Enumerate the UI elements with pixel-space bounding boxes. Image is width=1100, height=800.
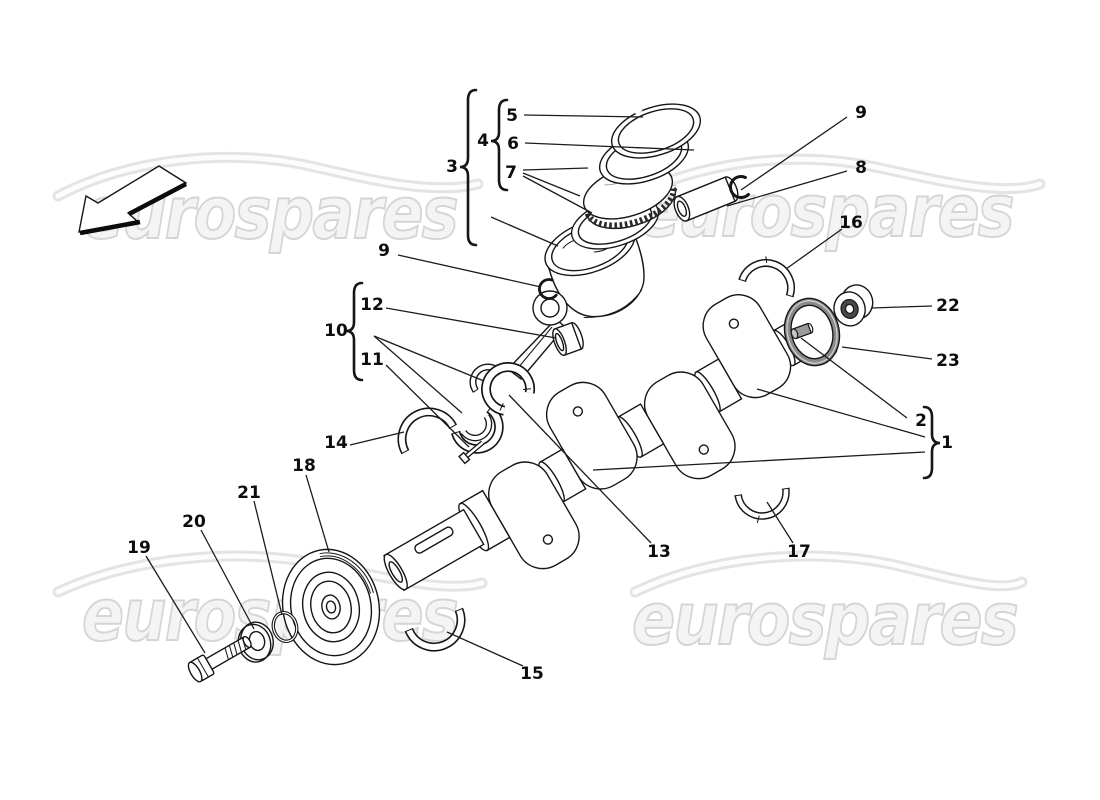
- part-label-23: 23: [936, 351, 960, 371]
- leader-line-21: [253, 500, 283, 616]
- leader-line-13: [508, 394, 652, 544]
- rod-beam: [506, 318, 566, 380]
- part-label-9b: 9: [378, 241, 390, 261]
- leader-line-9a: [740, 116, 848, 191]
- arrow-thick-edge: [79, 219, 141, 236]
- gudgeon-pin: [673, 176, 739, 222]
- brace-4: [490, 98, 509, 192]
- pulley-bolt: [187, 635, 252, 683]
- part-label-1: 1: [941, 433, 953, 453]
- leader-line-5: [523, 114, 644, 118]
- leader-line-6: [524, 142, 695, 151]
- part-label-16: 16: [839, 213, 863, 233]
- dowel-pin: [790, 322, 814, 340]
- leader-line-9b: [397, 254, 542, 288]
- big-end-cap: [451, 404, 504, 454]
- crankshaft-pulley: [281, 548, 381, 666]
- leader-line-10: [373, 335, 485, 382]
- connecting-rod: [481, 318, 566, 416]
- rod-big-end: [481, 362, 536, 416]
- leader-line-18: [305, 474, 330, 553]
- part-label-22: 22: [936, 296, 960, 316]
- leader-line-10: [373, 335, 463, 414]
- part-label-6: 6: [507, 134, 519, 154]
- swoosh-curve-highlight: [632, 553, 1025, 595]
- keyway-slot: [414, 526, 454, 554]
- pilot-bearing: [833, 284, 874, 327]
- brace-10: [345, 281, 364, 382]
- leader-line-1: [592, 451, 926, 471]
- leader-line-1: [756, 388, 926, 438]
- crank-snout: [383, 508, 485, 592]
- circlip: [538, 278, 558, 300]
- main-bearing-shell-lower: [404, 607, 466, 652]
- part-label-8: 8: [855, 158, 867, 178]
- leader-line-14: [349, 431, 405, 446]
- part-label-18: 18: [292, 456, 316, 476]
- leader-line-15: [446, 631, 524, 667]
- main-bearing-shell-upper: [397, 407, 458, 455]
- part-label-15: 15: [520, 664, 544, 684]
- brace-1: [922, 405, 941, 480]
- part-label-11: 11: [360, 350, 384, 370]
- part-label-4: 4: [477, 131, 489, 151]
- swoosh-curve-highlight: [615, 156, 1043, 208]
- part-label-10: 10: [324, 321, 348, 341]
- part-label-2: 2: [915, 411, 927, 431]
- conrod-screw: [458, 440, 485, 465]
- watermark-text: eurospares: [632, 577, 1017, 661]
- part-label-21: 21: [237, 483, 261, 503]
- arrow-thick-edge: [127, 181, 188, 217]
- pulley-washer: [237, 621, 274, 663]
- artwork: [187, 103, 874, 683]
- ring-gap: [634, 108, 643, 115]
- leader-line-7: [522, 167, 589, 171]
- compression-ring-top: [610, 103, 702, 159]
- thrust-washer-lower: [734, 487, 790, 524]
- part-label-9a: 9: [855, 103, 867, 123]
- part-label-17: 17: [787, 542, 811, 562]
- piston-rings: [570, 103, 702, 250]
- leader-line-17: [766, 501, 794, 544]
- part-label-7: 7: [505, 163, 517, 183]
- leader-line-16: [785, 228, 843, 270]
- leader-line-7: [522, 175, 593, 214]
- brace-3: [459, 88, 478, 247]
- leader-line-3: [490, 216, 559, 247]
- leader-line-8: [726, 170, 848, 207]
- direction-arrow-icon: [78, 165, 188, 236]
- part-label-19: 19: [127, 538, 151, 558]
- part-label-12: 12: [360, 295, 384, 315]
- big-end-bearing-shell-lower: [460, 414, 493, 442]
- thrust-washer-upper: [738, 256, 795, 298]
- swoosh-curve-highlight: [55, 154, 481, 199]
- circlip: [728, 175, 750, 199]
- small-end-bushing: [552, 321, 584, 357]
- watermark-bottom-right: eurospares: [629, 550, 1028, 662]
- leader-line-2: [800, 337, 908, 419]
- part-label-14: 14: [324, 433, 348, 453]
- part-label-20: 20: [182, 512, 206, 532]
- part-label-5: 5: [506, 106, 518, 126]
- leader-line-19: [145, 555, 206, 654]
- part-label-3: 3: [446, 157, 458, 177]
- leader-line-12: [385, 307, 557, 339]
- rod-small-end: [532, 290, 568, 326]
- leader-line-11: [385, 364, 470, 448]
- leader-line-23: [841, 346, 933, 360]
- part-label-13: 13: [647, 542, 671, 562]
- leader-line-7: [522, 172, 581, 197]
- leader-line-22: [870, 305, 933, 309]
- snout-bore: [388, 561, 404, 583]
- leader-line-20: [200, 529, 255, 630]
